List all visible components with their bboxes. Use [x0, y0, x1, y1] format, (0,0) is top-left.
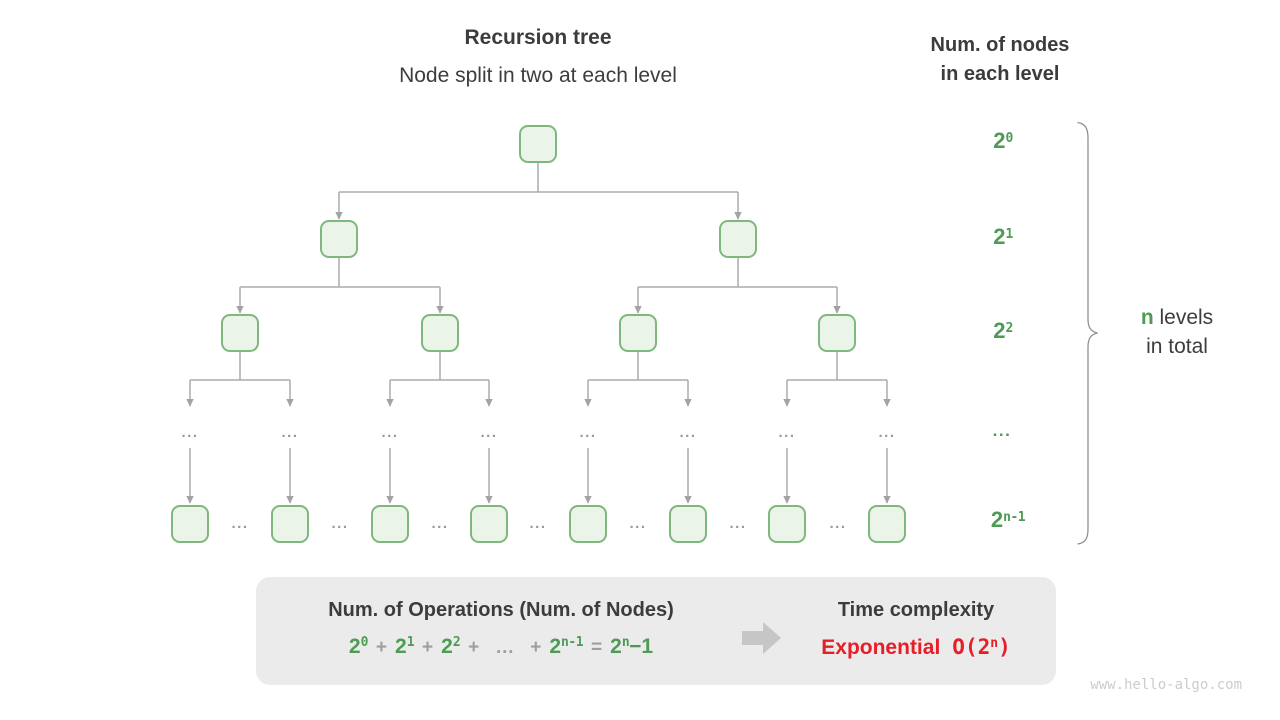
row-ellipsis: ... [529, 515, 547, 532]
tree-node [768, 505, 806, 543]
operations-formula: 20+21+22+…+2n-1=2n−1 [348, 635, 654, 658]
level-count-2^1: 21 [993, 224, 1013, 249]
big-o-notation: O(2n) [952, 635, 1011, 659]
tree-node [868, 505, 906, 543]
title-block: Recursion tree Node split in two at each… [338, 26, 738, 88]
tree-node [271, 505, 309, 543]
time-complexity-title: Time complexity [837, 599, 995, 621]
tree-node [221, 314, 259, 352]
level-count-ellipsis: ... [992, 421, 1012, 440]
tree-node [371, 505, 409, 543]
summary-panel: Num. of Operations (Num. of Nodes) 20+21… [256, 577, 1056, 685]
operations-title: Num. of Operations (Num. of Nodes) [328, 599, 674, 621]
nodes-per-level-header-line2: in each level [940, 63, 1060, 85]
tree-node [719, 220, 757, 258]
level-ellipsis: ... [480, 424, 498, 441]
nodes-per-level-header-line1: Num. of nodes [930, 34, 1070, 56]
n-highlight: n [1140, 306, 1154, 329]
level-count-2^n-1: 2n-1 [990, 507, 1026, 532]
complexity-word: Exponential [821, 636, 941, 659]
tree-node [470, 505, 508, 543]
tree-node [320, 220, 358, 258]
figure-subtitle: Node split in two at each level [399, 64, 677, 87]
row-ellipsis: ... [829, 515, 847, 532]
row-ellipsis: ... [629, 515, 647, 532]
tree-node [171, 505, 209, 543]
tree-node [619, 314, 657, 352]
levels-brace [1077, 121, 1098, 545]
watermark: www.hello-algo.com [1090, 677, 1242, 693]
row-ellipsis: ... [729, 515, 747, 532]
row-ellipsis: ... [331, 515, 349, 532]
level-count-2^2: 22 [993, 318, 1013, 343]
level-ellipsis: ... [281, 424, 299, 441]
level-ellipsis: ... [579, 424, 597, 441]
row-ellipsis: ... [431, 515, 449, 532]
row-ellipsis: ... [231, 515, 249, 532]
complexity-value: Exponential O(2n) [786, 635, 1046, 660]
tree-node [519, 125, 557, 163]
nodes-per-level-header: Num. of nodes in each level [900, 31, 1100, 89]
level-ellipsis: ... [381, 424, 399, 441]
level-count-2^0: 20 [993, 128, 1013, 153]
level-ellipsis: ... [181, 424, 199, 441]
figure-title: Recursion tree [464, 26, 612, 49]
tree-node [421, 314, 459, 352]
total-levels-label: n levels in total [1140, 306, 1214, 358]
level-ellipsis: ... [778, 424, 796, 441]
tree-node [669, 505, 707, 543]
tree-node [818, 314, 856, 352]
level-ellipsis: ... [679, 424, 697, 441]
implies-arrow-icon [742, 622, 781, 654]
level-ellipsis: ... [878, 424, 896, 441]
tree-node [569, 505, 607, 543]
